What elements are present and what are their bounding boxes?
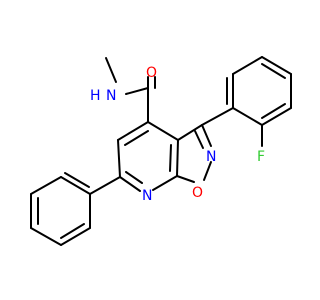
- bond-fp-3-4: [261, 56, 292, 75]
- bond-fp-3-4-inner: [261, 63, 286, 79]
- molecule-structure-diagram: O H N N O N F: [30, 56, 292, 246]
- bond-fp-2-3: [232, 56, 263, 75]
- atom-label-pyridine-nitrogen: N: [142, 188, 152, 204]
- bond-n7-c6: [119, 176, 141, 192]
- bond-n7-c6-inner: [125, 171, 143, 184]
- bond-c5-c4: [117, 121, 149, 141]
- bond-ph-1-2: [60, 176, 91, 195]
- bond-c6-c5: [117, 139, 121, 178]
- atom-label-amide-hydrogen: H: [90, 88, 101, 104]
- bond-c7a-n7: [152, 175, 178, 191]
- bond-ph-2-3: [30, 176, 62, 195]
- bond-ph-5-6: [60, 227, 91, 246]
- bond-fp-6-1: [232, 107, 263, 126]
- atom-label-isoxazole-oxygen: O: [192, 185, 203, 201]
- atom-label-fluorine: F: [257, 149, 265, 165]
- bond-c3-n2-inner: [194, 130, 204, 149]
- atom-label-isoxazole-nitrogen: N: [206, 149, 216, 165]
- bond-c4a-c7a-inner: [169, 144, 172, 172]
- bond-ph-4-5: [30, 227, 62, 246]
- bond-fp-5-6: [261, 107, 292, 126]
- molecule-svg: O H N N O N F: [30, 56, 292, 246]
- bond-n2-o1: [203, 161, 212, 181]
- bond-c3-aryl: [201, 107, 234, 126]
- bond-ph-1-2-inner: [64, 172, 90, 188]
- bond-c6-phenyl: [89, 176, 121, 195]
- bond-c4a-c7a: [176, 139, 179, 177]
- bond-c5-c4-inner: [124, 130, 149, 146]
- bond-n-methyl: [105, 57, 117, 83]
- atom-label-amide-oxygen: O: [146, 65, 157, 81]
- bond-fp-5-6-inner: [261, 103, 286, 119]
- bond-carbonyl-n: [125, 87, 149, 95]
- bond-c4-c4a: [147, 121, 179, 141]
- bond-o1-c7a: [176, 175, 195, 183]
- bond-c4a-c3: [177, 124, 203, 141]
- atom-label-amide-nitrogen: N: [106, 88, 116, 104]
- bond-c3-n2: [201, 124, 212, 147]
- bond-ph-5-6-inner: [60, 223, 85, 239]
